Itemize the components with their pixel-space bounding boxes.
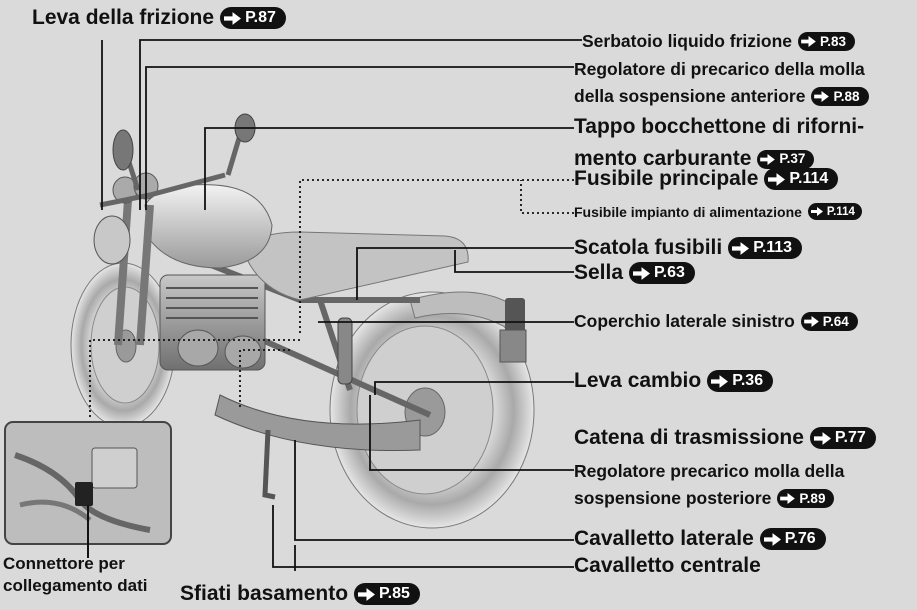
page-ref-badge[interactable]: P.76 [759,528,826,550]
headlight [93,215,131,265]
page-ref-badge[interactable]: P.77 [809,427,876,449]
tail-light [505,298,525,338]
rear-shock [337,317,353,385]
fuel-tank [144,184,273,269]
label-fusibile-principale: Fusibile principale P.114 [574,167,839,191]
arrow-right-icon [768,172,786,186]
arrow-right-icon [760,153,776,165]
front-fork [114,199,154,346]
page-ref-badge[interactable]: P.114 [807,203,862,220]
arrow-right-icon [358,587,376,601]
page-ref-badge[interactable]: P.63 [629,262,695,284]
page-ref-badge[interactable]: P.83 [798,32,856,51]
arrow-right-icon [810,207,823,216]
arrow-right-icon [732,241,750,255]
arrow-right-icon [633,266,651,280]
label-catena: Catena di trasmissione P.77 [574,426,876,450]
page-ref-badge[interactable]: P.113 [728,237,803,259]
inset-detail [4,421,172,558]
arrow-right-icon [711,374,729,388]
arrow-right-icon [763,532,781,546]
engine [159,274,266,371]
label-connettore: Connettore per collegamento dati [3,554,148,595]
arrow-right-icon [803,316,819,327]
mirror-left [112,129,134,171]
leader-lines-dotted [89,179,574,420]
rear-wheel [329,291,535,529]
label-tappo-bocchettone: Tappo bocchettone di riforni- mento carb… [574,115,865,170]
label-cavalletto-laterale: Cavalletto laterale P.76 [574,527,826,551]
leader-lines [101,39,582,571]
page-ref-badge[interactable]: P.85 [354,583,420,605]
label-leva-frizione: Leva della frizione P.87 [32,6,286,30]
label-regolatore-anteriore: Regolatore di precarico della molla dell… [574,56,869,110]
label-scatola-fusibili: Scatola fusibili P.113 [574,236,803,260]
arrow-right-icon [780,493,796,504]
license-plate [499,329,527,363]
page-ref-badge[interactable]: P.37 [757,149,815,169]
label-coperchio-laterale: Coperchio laterale sinistro P.64 [574,311,858,332]
label-regolatore-posteriore: Regolatore precarico molla della sospens… [574,461,845,508]
label-fusibile-impianto: Fusibile impianto di alimentazione P.114 [574,203,862,220]
arrow-right-icon [801,36,816,47]
label-sfiati: Sfiati basamento P.85 [180,582,420,606]
page-ref-badge[interactable]: P.88 [811,87,869,106]
arrow-right-icon [813,431,831,445]
page-ref-badge[interactable]: P.36 [707,370,774,392]
label-cavalletto-centrale: Cavalletto centrale [574,554,761,577]
arrow-right-icon [224,11,242,25]
page-ref-badge[interactable]: P.87 [220,7,286,29]
label-leva-cambio: Leva cambio P.36 [574,369,774,393]
page-ref-badge[interactable]: P.114 [764,168,839,190]
arrow-right-icon [814,91,830,102]
label-serbatoio-liquido: Serbatoio liquido frizione P.83 [582,31,856,52]
page-ref-badge[interactable]: P.64 [800,312,858,331]
label-sella: Sella P.63 [574,261,695,285]
center-stand [262,429,276,500]
exhaust [214,394,421,452]
page-ref-badge[interactable]: P.89 [777,489,835,508]
